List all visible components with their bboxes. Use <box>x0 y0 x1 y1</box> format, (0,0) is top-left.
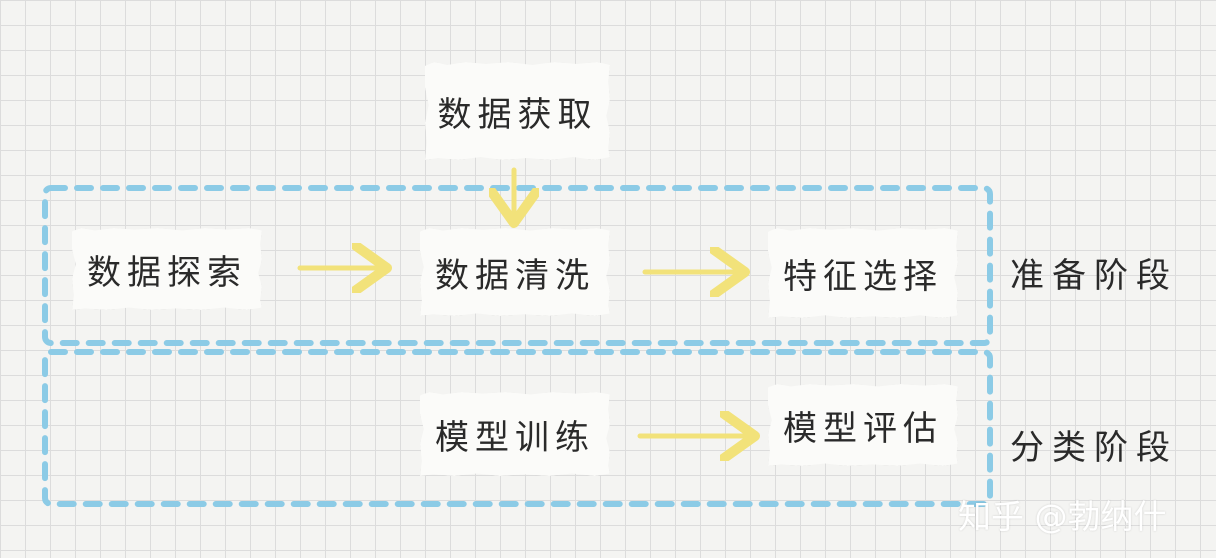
classification-stage-label: 分类阶段 <box>1010 428 1178 468</box>
node-label: 特征选择 <box>783 256 943 297</box>
classification-stage-frame <box>42 349 993 507</box>
node-data-cleaning: 数据清洗 <box>420 228 610 316</box>
preparation-stage-label: 准备阶段 <box>1010 256 1178 296</box>
node-model-evaluation: 模型评估 <box>768 384 958 466</box>
node-label: 数据探索 <box>87 252 247 293</box>
node-model-training: 模型训练 <box>420 392 610 476</box>
node-data-acquisition: 数据获取 <box>425 62 610 160</box>
watermark: 知乎 @勃纳什 <box>958 497 1167 536</box>
node-label: 模型训练 <box>435 417 595 458</box>
node-feature-selection: 特征选择 <box>768 228 958 318</box>
node-label: 数据清洗 <box>435 255 595 296</box>
node-data-exploration: 数据探索 <box>72 228 262 310</box>
node-label: 数据获取 <box>437 94 598 135</box>
node-label: 模型评估 <box>783 408 943 449</box>
